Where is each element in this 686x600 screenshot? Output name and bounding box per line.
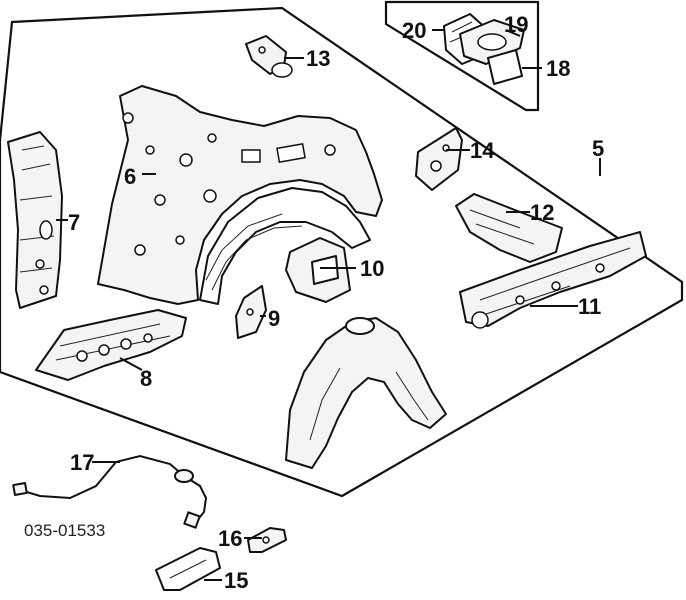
callout-14: 14 [470,138,495,163]
callout-18: 18 [546,56,570,81]
part-6-quarter-panel[interactable] [97,85,383,305]
callout-15: 15 [224,568,248,593]
leader-lines [56,29,601,581]
callout-6: 6 [124,164,136,189]
callout-12: 12 [530,200,554,225]
callout-13: 13 [306,46,330,71]
callout-20: 20 [402,18,426,43]
part-11-frame-rail[interactable] [459,231,647,329]
part-10-bracket[interactable] [285,237,351,303]
kit-frame [384,0,540,112]
diagram-code: 035-01533 [24,521,105,540]
part-15-fuel-lid[interactable] [155,547,221,591]
callout-8: 8 [140,366,152,391]
callout-16: 16 [218,526,242,551]
assembly-frame [0,6,684,498]
part-9-plate[interactable] [235,285,267,339]
part-8-cross-member[interactable] [35,309,187,381]
callout-10: 10 [360,256,384,281]
part-14-bracket[interactable] [415,127,463,191]
callout-11: 11 [578,294,601,319]
part-13-bracket[interactable] [245,35,293,78]
wheel-house[interactable] [285,317,447,469]
part-16-latch[interactable] [247,527,287,553]
callout-5: 5 [592,136,604,161]
part-7-pillar[interactable] [7,131,63,309]
callout-17: 17 [70,450,94,475]
part-18-lid[interactable] [487,49,523,85]
part-12-reinforcement[interactable] [455,193,563,263]
callout-19: 19 [504,12,528,37]
part-17-cable[interactable] [12,454,208,529]
callout-7: 7 [68,210,80,235]
callout-9: 9 [268,306,280,331]
